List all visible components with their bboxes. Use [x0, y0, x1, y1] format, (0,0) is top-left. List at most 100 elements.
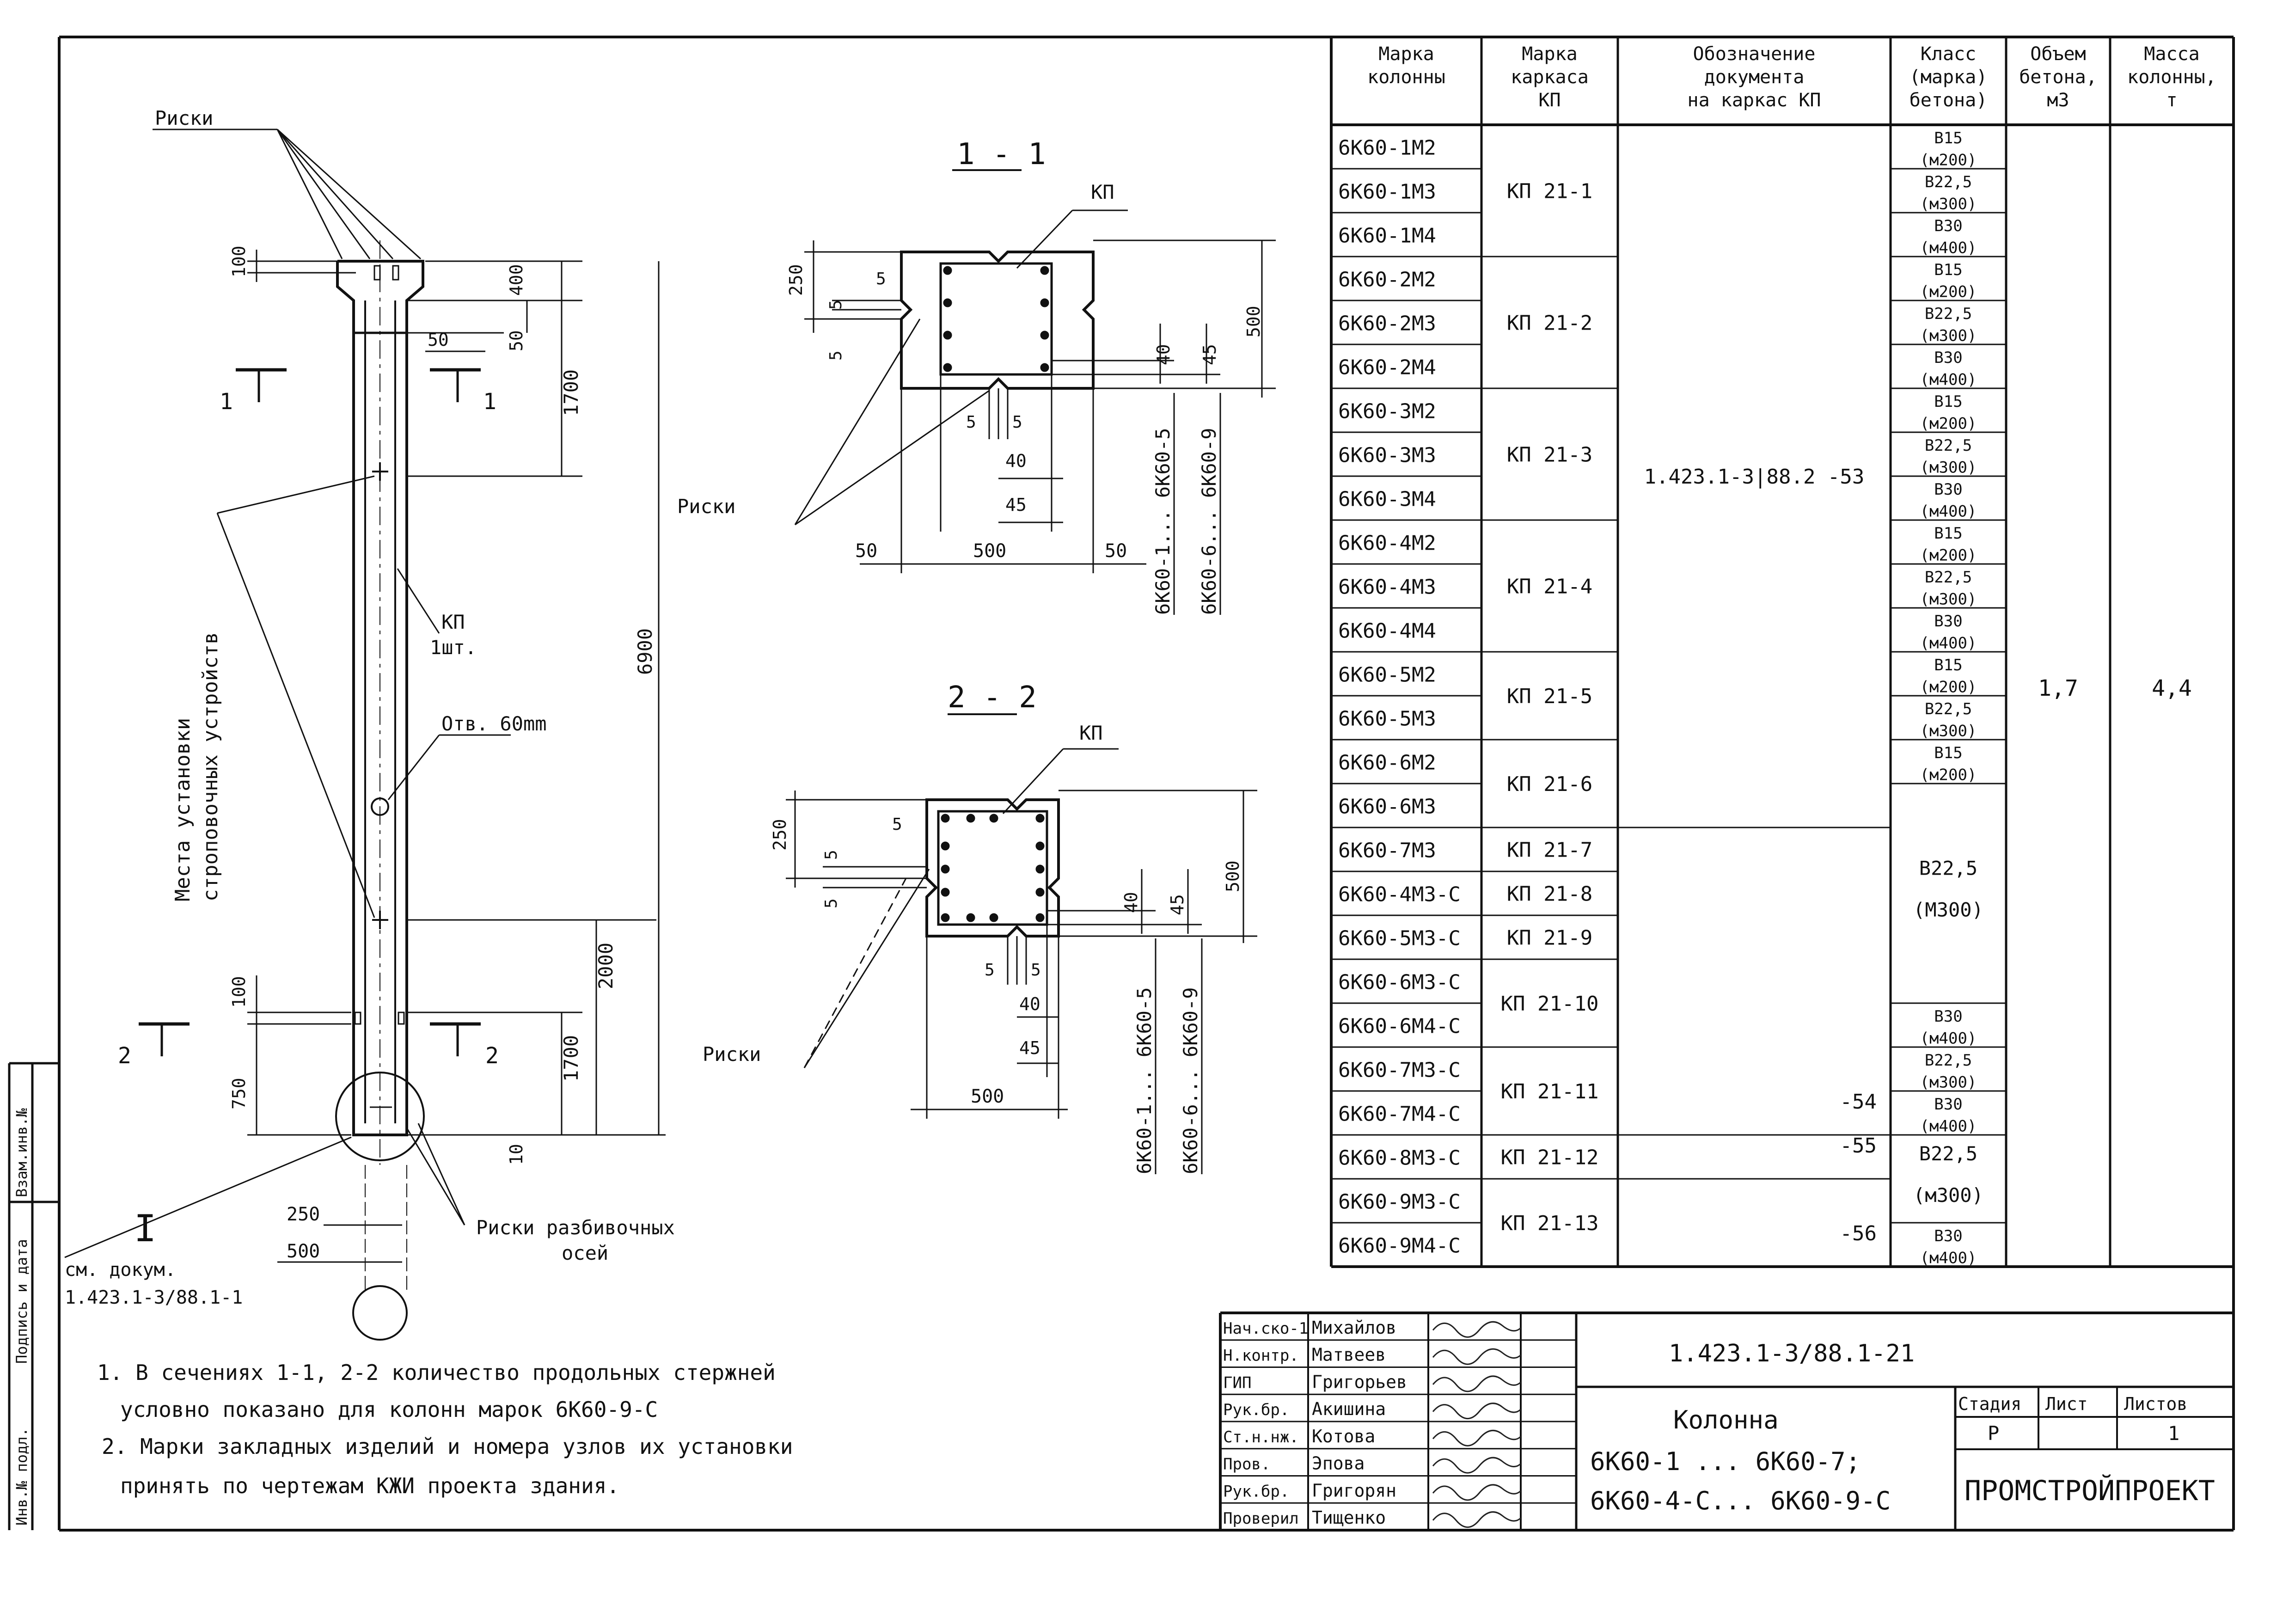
- table-cell-concrete-class: В15: [1934, 129, 1962, 147]
- s1-dim-5e: 5: [1012, 413, 1022, 432]
- table-cell-frame-mark: КП 21-12: [1501, 1146, 1599, 1170]
- dim-500: 500: [287, 1241, 320, 1262]
- title-name: Акишина: [1312, 1399, 1386, 1419]
- table-cell-frame-mark: КП 21-7: [1507, 839, 1592, 862]
- s2-dim-500h: 500: [971, 1086, 1004, 1107]
- s2-dim-5d: 5: [985, 961, 995, 980]
- signature-icon: [1432, 1484, 1522, 1501]
- s1-dim-5a: 5: [876, 270, 886, 288]
- table-cell-concrete-class: В15: [1934, 392, 1962, 411]
- dim-400: 400: [506, 264, 526, 296]
- table-cell-concrete-grade: (м300): [1920, 195, 1977, 213]
- label-riski-low: Риски: [703, 1043, 761, 1066]
- table-cell-concrete-class: В30: [1934, 612, 1962, 631]
- document-code: 1.423.1-3/88.1-21: [1669, 1340, 1915, 1367]
- table-cell-document: -55: [1840, 1134, 1877, 1158]
- label-riski-axes-1: Риски разбивочных: [476, 1216, 675, 1239]
- sheet-frame: [58, 36, 2235, 1532]
- stage-header: Стадия: [1958, 1394, 2021, 1414]
- table-cell-concrete-class: В22,5: [1925, 305, 1972, 323]
- signature-icon: [1432, 1511, 1522, 1528]
- table-header-col4: (марка): [1909, 67, 1988, 88]
- drawing-title-1: Колонна: [1673, 1405, 1779, 1434]
- table-cell-column-mark: 6К60-6М2: [1338, 751, 1436, 775]
- s2-dim-250: 250: [770, 819, 790, 851]
- table-cell-column-mark: 6К60-9М4-С: [1338, 1234, 1461, 1258]
- table-cell-column-mark: 6К60-7М3-С: [1338, 1059, 1461, 1082]
- title-role: Рук.бр.: [1223, 1401, 1289, 1419]
- s1-dim-40v: 40: [1153, 344, 1174, 365]
- table-cell-column-mark: 6К60-7М4-С: [1338, 1103, 1461, 1126]
- table-cell-concrete-grade: (м300): [1920, 326, 1977, 345]
- table-cell-column-mark: 6К60-2М2: [1338, 268, 1436, 292]
- label-riski-axes-2: осей: [562, 1242, 608, 1264]
- table-cell-column-mark: 6К60-4М3: [1338, 576, 1436, 599]
- table-cell-column-mark: 6К60-3М2: [1338, 400, 1436, 423]
- table-cell-concrete-grade: (м300): [1920, 722, 1977, 740]
- s1-dim-5b: 5: [826, 300, 845, 310]
- table-cell-concrete-grade: (м400): [1920, 502, 1977, 521]
- table-cell-column-mark: 6К60-2М3: [1338, 312, 1436, 336]
- dim-1700-bot: 1700: [560, 1035, 582, 1082]
- stamp-inventory: Инв.№ подл.: [13, 1428, 31, 1526]
- table-cell-concrete-grade: (м200): [1920, 414, 1977, 433]
- title-role: Проверил: [1223, 1509, 1299, 1528]
- table-cell-column-mark: 6К60-4М4: [1338, 619, 1436, 643]
- table-cell-concrete-class: В15: [1934, 261, 1962, 279]
- dim-50-v: 50: [506, 330, 526, 351]
- table-cell-column-mark: 6К60-9М3-С: [1338, 1190, 1461, 1214]
- table-cell-column-mark: 6К60-3М4: [1338, 488, 1436, 511]
- s1-range-a: 6К60-1... 6К60-5: [1151, 428, 1174, 615]
- s1-dim-250: 250: [786, 264, 806, 296]
- label-hole: Отв. 60mm: [441, 712, 547, 735]
- s1-dim-5d: 5: [966, 413, 976, 432]
- table-cell-frame-mark: КП 21-6: [1507, 772, 1592, 796]
- s1-dim-40h: 40: [1005, 451, 1027, 471]
- title-name: Тищенко: [1312, 1508, 1386, 1528]
- drawing-title-2: 6К60-1 ... 6К60-7;: [1590, 1447, 1860, 1476]
- table-cell-column-mark: 6К60-5М3: [1338, 707, 1436, 731]
- s2-dim-5b: 5: [822, 850, 841, 860]
- table-cell-concrete-class: В22,5: [1925, 568, 1972, 587]
- title-name: Эпова: [1312, 1453, 1365, 1474]
- table-header-col6: колонны,: [2127, 67, 2216, 88]
- table-cell-concrete-class: В30: [1934, 1095, 1962, 1114]
- table-cell-column-mark: 6К60-6М4-С: [1338, 1015, 1461, 1038]
- elevation-labels: Риски КП 1шт. Отв. 60mm Места установки …: [65, 107, 675, 1308]
- table-cell-frame-mark: КП 21-2: [1507, 312, 1592, 335]
- table-header-col6: т: [2166, 90, 2177, 111]
- note-2: 2. Марки закладных изделий и номера узло…: [102, 1434, 793, 1459]
- table-cell-concrete-grade: (м200): [1920, 546, 1977, 564]
- dim-250: 250: [287, 1204, 320, 1225]
- dim-6900: 6900: [634, 628, 656, 675]
- table-cell-concrete-grade: (м400): [1920, 1029, 1977, 1048]
- sheet-header: Лист: [2045, 1394, 2088, 1414]
- table-cell-frame-mark: КП 21-1: [1507, 180, 1592, 203]
- title-name: Михайлов: [1312, 1318, 1396, 1338]
- table-cell-column-mark: 6К60-7М3: [1338, 839, 1436, 863]
- table-cell-column-mark: 6К60-5М3-С: [1338, 927, 1461, 950]
- table-header-col4: бетона): [1909, 90, 1988, 111]
- signature-icon: [1432, 1321, 1522, 1338]
- section-1-1: [794, 169, 1276, 615]
- table-cell-frame-mark: КП 21-5: [1507, 685, 1592, 708]
- side-stamp: Взам.инв.№ Подпись и дата Инв.№ подл.: [8, 1062, 59, 1530]
- table-cell-column-mark: 6К60-2М4: [1338, 356, 1436, 380]
- organization: ПРОМСТРОЙПРОЕКТ: [1965, 1474, 2215, 1507]
- s1-dim-5c: 5: [826, 350, 845, 361]
- table-cell-concrete-class: В30: [1934, 480, 1962, 499]
- s1-dim-500v: 500: [1243, 306, 1264, 337]
- cut-1-right: 1: [483, 389, 496, 415]
- title-role: Нач.ско-1: [1223, 1319, 1308, 1338]
- s1-range-b: 6К60-6... 6К60-9: [1198, 428, 1220, 615]
- table-header-col5: м3: [2047, 90, 2069, 111]
- label-kp-count: 1шт.: [430, 636, 477, 659]
- section-2-2: [786, 713, 1257, 1174]
- table-header-col1: колонны: [1367, 67, 1445, 88]
- table-header-col2: каркаса: [1511, 67, 1589, 88]
- table-cell-concrete-grade: (м400): [1920, 239, 1977, 257]
- label-kp-side: КП: [441, 611, 465, 633]
- table-cell-column-mark: 6К60-6М3: [1338, 795, 1436, 819]
- table-header-col1: Марка: [1378, 43, 1434, 65]
